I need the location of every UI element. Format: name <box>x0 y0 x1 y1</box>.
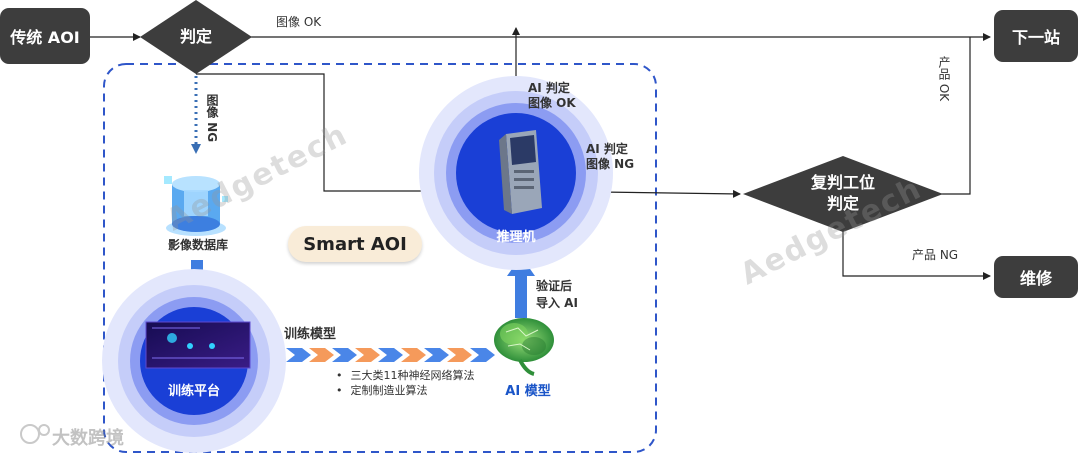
recheck-diamond <box>743 156 943 232</box>
recheck-label-line1: 复判工位 <box>810 173 875 192</box>
product-ok-label: 产品 OK <box>937 56 951 102</box>
training-chevrons <box>286 348 495 362</box>
next-station-box: 下一站 <box>994 10 1078 62</box>
training-platform-caption: 训练平台 <box>167 384 220 399</box>
smart-aoi-badge: Smart AOI <box>288 226 422 262</box>
image-ng-label: 图像 NG <box>205 94 219 143</box>
smart-aoi-frame <box>103 63 657 453</box>
bullet-item: 三大类11种神经网络算法 <box>336 368 475 383</box>
traditional-aoi-box: 传统 AOI <box>0 8 90 64</box>
judge-label: 判定 <box>179 27 212 46</box>
bullet-item: 定制制造业算法 <box>336 383 475 398</box>
database-caption: 影像数据库 <box>167 238 228 252</box>
database-icon <box>164 176 228 236</box>
product-ng-label: 产品 NG <box>912 248 959 262</box>
arrow-judge-to-inference <box>196 73 453 195</box>
image-ok-label: 图像 OK <box>276 15 322 29</box>
repair-box: 维修 <box>994 256 1078 298</box>
judge-diamond <box>140 0 252 74</box>
algorithm-bullets: 三大类11种神经网络算法 定制制造业算法 <box>336 368 475 398</box>
model-to-inference-arrow <box>515 274 527 318</box>
ai-judge-ng-line2: 图像 NG <box>586 157 635 171</box>
train-model-label: 训练模型 <box>284 327 337 342</box>
ai-model-caption: AI 模型 <box>505 384 551 399</box>
ai-judge-ok-line2: 图像 OK <box>528 96 576 110</box>
brain-icon <box>494 318 554 376</box>
arrow-ai-ng <box>599 189 741 198</box>
corner-logo-icon <box>20 424 50 444</box>
line-product-ok <box>940 37 971 195</box>
corner-watermark: 大数跨境 <box>52 428 124 449</box>
recheck-label-line2: 判定 <box>826 194 859 213</box>
inference-machine-caption: 推理机 <box>496 230 536 245</box>
ai-judge-ng-line1: AI 判定 <box>586 142 628 156</box>
dashboard-screen-icon <box>145 321 251 369</box>
arrow-product-ng <box>842 230 991 280</box>
ai-judge-ok-line1: AI 判定 <box>528 81 570 95</box>
verify-line2: 导入 AI <box>536 296 578 310</box>
server-icon <box>499 130 542 214</box>
verify-line1: 验证后 <box>536 279 573 293</box>
